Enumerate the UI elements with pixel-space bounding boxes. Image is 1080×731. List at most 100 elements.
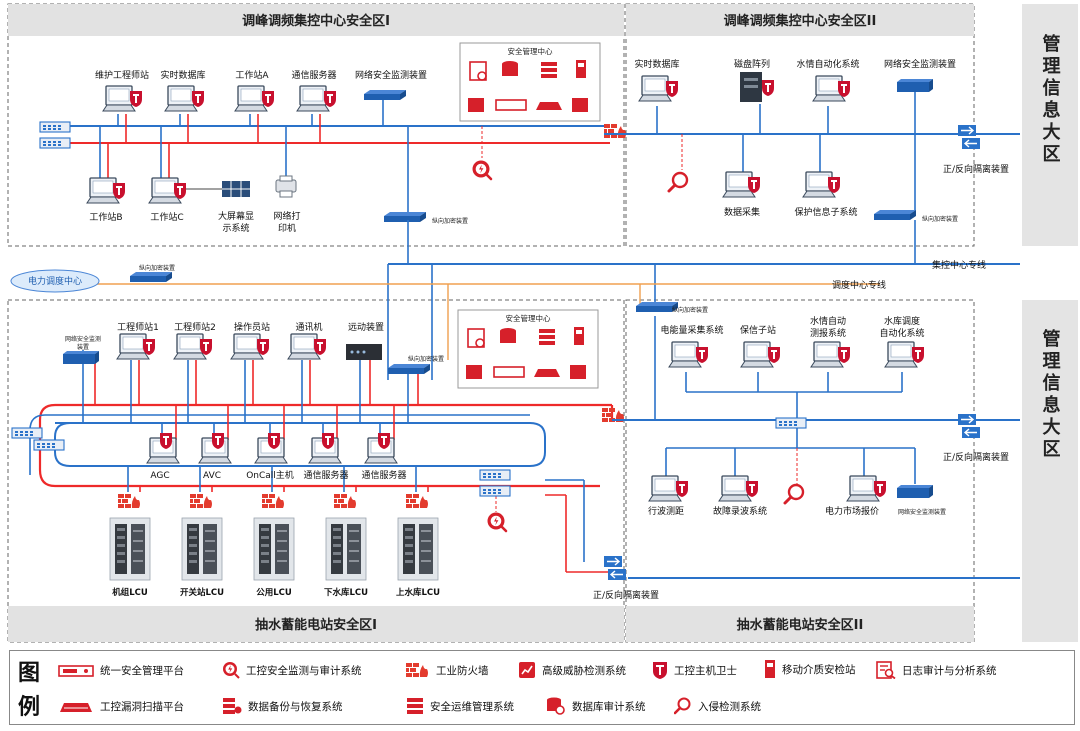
legend-label-media-check: 移动介质安检站 <box>782 663 856 676</box>
zone-top-left-header <box>8 4 624 36</box>
center-lines <box>10 220 1020 380</box>
legend-label-db-audit: 数据库审计系统 <box>572 700 646 713</box>
legend-label-log-audit: 日志审计与分析系统 <box>902 664 997 677</box>
zone-top-right-title: 调峰调频集控中心安全区II <box>724 13 877 29</box>
label-big-screen-1: 大屏幕显 <box>218 210 254 222</box>
label-printer-2: 印机 <box>278 222 296 234</box>
unified-platform-icon <box>58 664 94 677</box>
label-comm: 通讯机 <box>295 321 322 333</box>
security-center-top <box>459 42 601 122</box>
legend-item-unified-platform: 统一安全管理平台 <box>58 663 184 678</box>
label-motion: 远动装置 <box>348 321 384 333</box>
side-band-top-text: 管理信息大区 <box>1040 33 1061 166</box>
label-hydro-auto: 水情自动化系统 <box>796 58 859 70</box>
media-check-icon <box>765 660 775 678</box>
label-energy: 电能量采集系统 <box>660 324 723 336</box>
top-left-network <box>39 85 626 222</box>
backup-icon <box>223 698 242 714</box>
side-band-bottom-text: 管理信息大区 <box>1040 328 1061 461</box>
legend-item-industrial-firewall: 工业防火墙 <box>406 661 489 679</box>
legend-item-vuln-scan: 工控漏洞扫描平台 <box>58 699 184 714</box>
zone-bottom-right-title: 抽水蓄能电站安全区II <box>737 617 864 633</box>
label-br-vert-encrypt: 纵向加密装置 <box>672 306 708 314</box>
label-data-collect: 数据采集 <box>724 206 760 218</box>
top-right-network <box>604 72 1020 220</box>
label-bl-vert-encrypt: 纵向加密装置 <box>408 355 444 363</box>
label-lcu-upper: 上水库LCU <box>396 587 440 598</box>
label-bl-net-monitor-2: 装置 <box>77 343 89 351</box>
label-lcu-lower: 下水库LCU <box>324 587 368 598</box>
legend-label-ics-audit: 工控安全监测与审计系统 <box>246 664 362 677</box>
label-isolation-1: 正/反向隔离装置 <box>943 163 1009 175</box>
side-band-bottom <box>1022 300 1078 642</box>
label-protect: 保信子站 <box>740 324 776 336</box>
vuln-scan-icon <box>60 702 92 712</box>
label-comm-server-b: 通信服务器 <box>361 469 406 481</box>
db-audit-icon <box>547 697 565 715</box>
label-reservoir-1: 水库调度 <box>884 315 920 327</box>
label-comm-server-1: 通信服务器 <box>291 69 336 81</box>
label-eng1: 工程师站1 <box>117 321 159 333</box>
legend-label-vuln-scan: 工控漏洞扫描平台 <box>100 701 184 713</box>
label-printer-1: 网络打 <box>273 210 300 222</box>
label-ws-a: 工作站A <box>235 69 269 81</box>
label-net-monitor-1: 网络安全监测装置 <box>355 69 427 81</box>
legend-item-log-audit: 日志审计与分析系统 <box>876 661 997 679</box>
label-dispatch-center: 电力调度中心 <box>28 275 82 287</box>
legend-label-host-guard: 工控主机卫士 <box>674 664 737 677</box>
label-avc: AVC <box>203 471 221 481</box>
legend-head-1: 图 <box>18 661 41 686</box>
label-fault-record: 故障录波系统 <box>713 505 767 517</box>
label-eng2: 工程师站2 <box>174 321 216 333</box>
legend-head-2: 例 <box>18 695 41 720</box>
legend-item-ops-mgmt: 安全运维管理系统 <box>406 697 514 715</box>
label-ws-c: 工作站C <box>150 211 183 223</box>
label-ws-b: 工作站B <box>89 211 122 223</box>
label-market: 电力市场报价 <box>825 505 879 517</box>
host-guard-icon <box>653 662 667 679</box>
label-disk-array: 磁盘阵列 <box>734 58 770 70</box>
legend-item-threat-detect: 高级威胁检测系统 <box>518 661 626 679</box>
label-operator: 操作员站 <box>234 321 270 333</box>
label-hydro-2: 测报系统 <box>810 327 846 339</box>
legend-label-ops-mgmt: 安全运维管理系统 <box>430 700 514 713</box>
legend-item-intrusion-detect: 入侵检测系统 <box>674 697 761 715</box>
ics-audit-icon <box>223 662 240 679</box>
threat-detect-icon <box>519 662 535 678</box>
ops-mgmt-icon <box>407 698 423 714</box>
intrusion-detect-icon <box>674 697 691 715</box>
security-center-top-title: 安全管理中心 <box>508 46 553 56</box>
label-bl-net-monitor-1: 网络安全监测 <box>65 335 101 343</box>
label-lcu-switch: 开关站LCU <box>180 587 224 598</box>
side-band-top <box>1022 4 1078 246</box>
label-reservoir-2: 自动化系统 <box>879 327 924 339</box>
label-vert-encrypt-2: 纵向加密装置 <box>922 215 958 223</box>
label-realtime-db-1: 实时数据库 <box>160 69 205 81</box>
bottom-right-network <box>612 316 1020 579</box>
label-protect-info: 保护信息子系统 <box>794 206 857 218</box>
label-br-net-monitor: 网络安全监测装置 <box>898 508 946 516</box>
zone-bottom-right-footer <box>626 606 974 642</box>
label-vert-encrypt-1: 纵向加密装置 <box>432 217 468 225</box>
security-center-bottom-title: 安全管理中心 <box>506 313 551 323</box>
zone-top-right-header <box>626 4 974 36</box>
label-central-line: 集控中心专线 <box>932 259 986 271</box>
label-oncall: OnCall主机 <box>246 469 294 481</box>
label-isolation-2: 正/反向隔离装置 <box>593 589 659 601</box>
legend-item-db-audit: 数据库审计系统 <box>546 697 646 715</box>
label-big-screen-2: 示系统 <box>222 222 249 234</box>
label-lcu-unit: 机组LCU <box>112 587 148 598</box>
security-center-bottom <box>457 309 599 389</box>
legend-label-industrial-firewall: 工业防火墙 <box>436 664 489 677</box>
label-maint-eng: 维护工程师站 <box>95 69 149 81</box>
legend-label-intrusion-detect: 入侵检测系统 <box>698 700 761 713</box>
legend-item-backup: 数据备份与恢复系统 <box>222 697 343 715</box>
zone-bottom-left <box>7 299 625 643</box>
network-diagram: 调峰调频集控中心安全区I 调峰调频集控中心安全区II 抽水蓄能电站安全区I 抽水… <box>7 3 1078 643</box>
legend-item-ics-audit: 工控安全监测与审计系统 <box>222 661 362 679</box>
legend-item-media-check: 移动介质安检站 <box>764 659 856 679</box>
legend-label-threat-detect: 高级威胁检测系统 <box>542 664 626 677</box>
label-dispatch-encrypt: 纵向加密装置 <box>139 264 175 272</box>
bottom-left-network <box>11 333 627 581</box>
label-dispatch-line: 调度中心专线 <box>832 279 886 291</box>
